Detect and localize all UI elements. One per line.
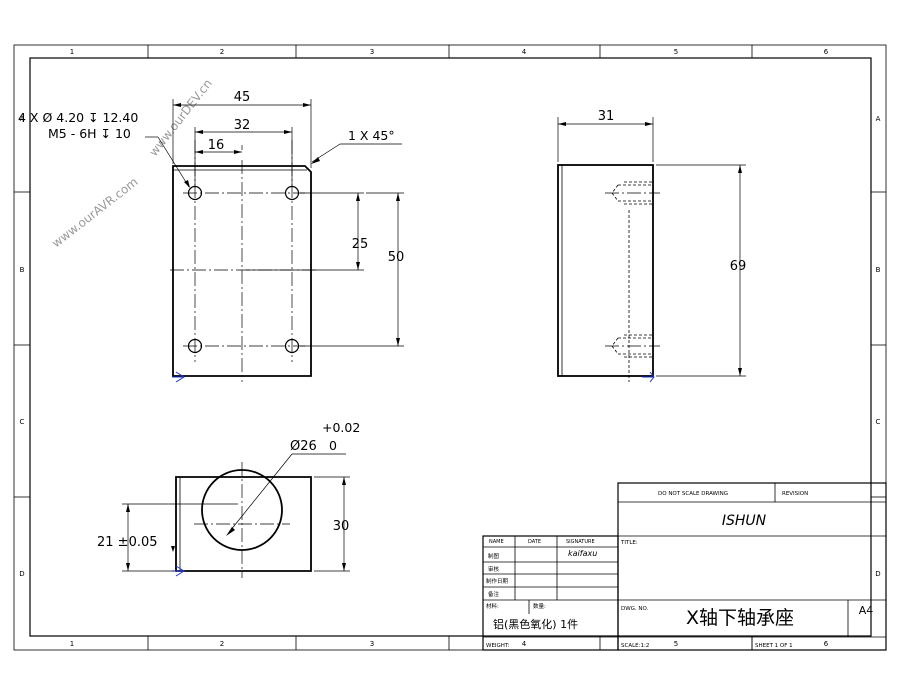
company-name: ISHUN (722, 513, 767, 529)
drawing-border (13, 44, 887, 651)
front-view: 45 32 16 4 X Ø 4.20 ↧ 12.40 M5 - 6H ↧ 10… (18, 90, 405, 383)
zone-right-b: B (876, 266, 881, 274)
mounting-hole (284, 185, 300, 201)
mounting-hole (284, 338, 300, 354)
title-block: DO NOT SCALE DRAWING REVISION ISHUN TITL… (482, 482, 887, 651)
dim-69-label: 69 (730, 259, 747, 274)
zone-bottom-5: 5 (674, 640, 678, 648)
dim-45-label: 45 (234, 90, 251, 105)
material-label: 材料: (486, 602, 499, 610)
title-label: TITLE: (620, 540, 638, 546)
sheet-size: A4 (859, 604, 874, 617)
hole-note-1: 4 X Ø 4.20 ↧ 12.40 (18, 110, 138, 125)
do-not-scale-label: DO NOT SCALE DRAWING (658, 491, 728, 497)
zone-left-c: C (20, 418, 25, 426)
zone-left-b: B (20, 266, 25, 274)
zone-bottom-3: 3 (370, 640, 374, 648)
zone-top-6: 6 (824, 48, 829, 56)
sheet-count-label: SHEET 1 OF 1 (755, 643, 793, 649)
zone-top-1: 1 (70, 48, 74, 56)
zone-left-d: D (19, 570, 24, 578)
row-date: 制作日期 (486, 577, 509, 585)
hole-note-2: M5 - 6H ↧ 10 (48, 126, 131, 141)
dim-25-label: 25 (352, 237, 369, 252)
zone-right-c: C (876, 418, 881, 426)
watermark-avr: www.ourAVR.com (49, 175, 140, 251)
zone-bottom-2: 2 (220, 640, 224, 648)
name-header: NAME (489, 539, 504, 545)
mounting-hole (187, 338, 203, 354)
zone-top-5: 5 (674, 48, 678, 56)
row-reviewer: 审核 (488, 565, 500, 573)
drawing-title: X轴下轴承座 (686, 607, 794, 629)
bore-diameter: Ø26 (290, 439, 317, 454)
side-view: 31 69 (557, 109, 747, 383)
row-drafter: 制图 (488, 552, 500, 560)
bore-tol-lower: 0 (329, 438, 337, 453)
zone-bottom-4: 4 (522, 640, 527, 648)
weight-label: WEIGHT: (486, 643, 510, 649)
dim-31-label: 31 (598, 109, 615, 124)
scale-label: SCALE:1:2 (621, 643, 649, 649)
bottom-view: +0.02 Ø26 0 21 ±0.05 30 (97, 420, 360, 578)
material-value: 铝(黑色氧化) 1件 (493, 617, 578, 631)
date-header: DATE (528, 539, 541, 545)
watermark-dev: www.ourDEV.cn (146, 77, 215, 159)
zone-bottom-1: 1 (70, 640, 74, 648)
zone-right-d: D (875, 570, 880, 578)
qty-label: 数量: (533, 602, 546, 610)
zone-top-3: 3 (370, 48, 374, 56)
chamfer-note: 1 X 45° (348, 128, 395, 143)
dim-16-label: 16 (208, 138, 225, 153)
row-remarks: 备注 (488, 590, 500, 598)
signature-value: kaifaxu (568, 549, 597, 558)
mounting-hole (187, 185, 203, 201)
signature-header: SIGNATURE (566, 539, 595, 545)
dim-50-label: 50 (388, 250, 405, 265)
zone-left-a: A (20, 115, 25, 123)
zone-bottom-6: 6 (824, 640, 829, 648)
revision-label: REVISION (782, 491, 808, 497)
bore-tol-upper: +0.02 (322, 420, 360, 435)
zone-top-4: 4 (522, 48, 527, 56)
zone-labels: 1 2 3 4 5 6 1 2 3 4 5 6 A B C D A B C D (19, 48, 880, 648)
dim-30-label: 30 (333, 519, 350, 534)
dwg-no-label: DWG. NO. (621, 606, 649, 612)
dim-21-label: 21 ±0.05 (97, 535, 158, 550)
zone-right-a: A (876, 115, 881, 123)
dim-32-label: 32 (234, 118, 251, 133)
zone-top-2: 2 (220, 48, 224, 56)
watermark: www.ourAVR.com www.ourDEV.cn (49, 77, 215, 251)
